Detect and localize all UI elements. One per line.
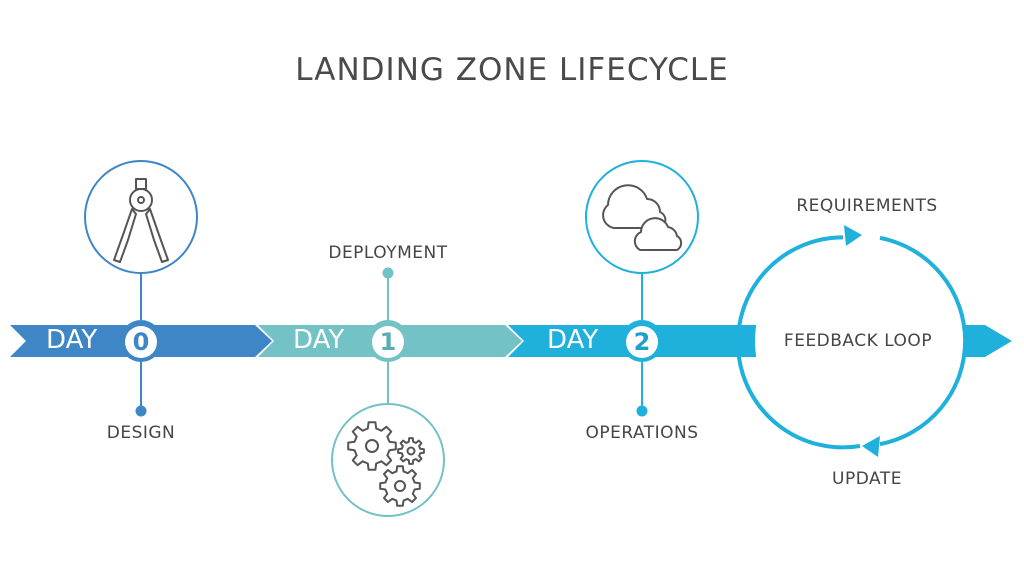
day0-dot (135, 405, 147, 417)
day2-icon-circle (585, 160, 699, 274)
gears-icon (347, 421, 425, 507)
feedback-arrowhead-bottom (862, 436, 880, 457)
feedback-loop-label: FEEDBACK LOOP (783, 331, 933, 351)
day0-number: 0 (125, 326, 157, 358)
requirements-label: REQUIREMENTS (796, 196, 938, 216)
day0-word: DAY (46, 325, 98, 355)
update-label: UPDATE (832, 469, 902, 489)
day2-dot (636, 405, 648, 417)
compass-icon (113, 178, 169, 263)
operations-label: OPERATIONS (585, 423, 699, 443)
day1-word: DAY (293, 325, 345, 355)
day1-dot (382, 267, 394, 279)
feedback-arrowhead-top (844, 225, 862, 246)
feedback-loop-fill (755, 236, 965, 446)
deployment-label: DEPLOYMENT (328, 243, 448, 263)
diagram-title: LANDING ZONE LIFECYCLE (295, 52, 729, 88)
feedback-loop-arc-right (879, 235, 968, 447)
day1-number: 1 (372, 326, 404, 358)
day0-icon-circle (84, 160, 198, 274)
feedback-loop-arc-left (735, 235, 861, 450)
clouds-icon (602, 184, 683, 251)
day2-word: DAY (547, 325, 599, 355)
design-label: DESIGN (106, 423, 176, 443)
day2-number: 2 (626, 326, 658, 358)
day1-icon-circle (331, 403, 445, 517)
